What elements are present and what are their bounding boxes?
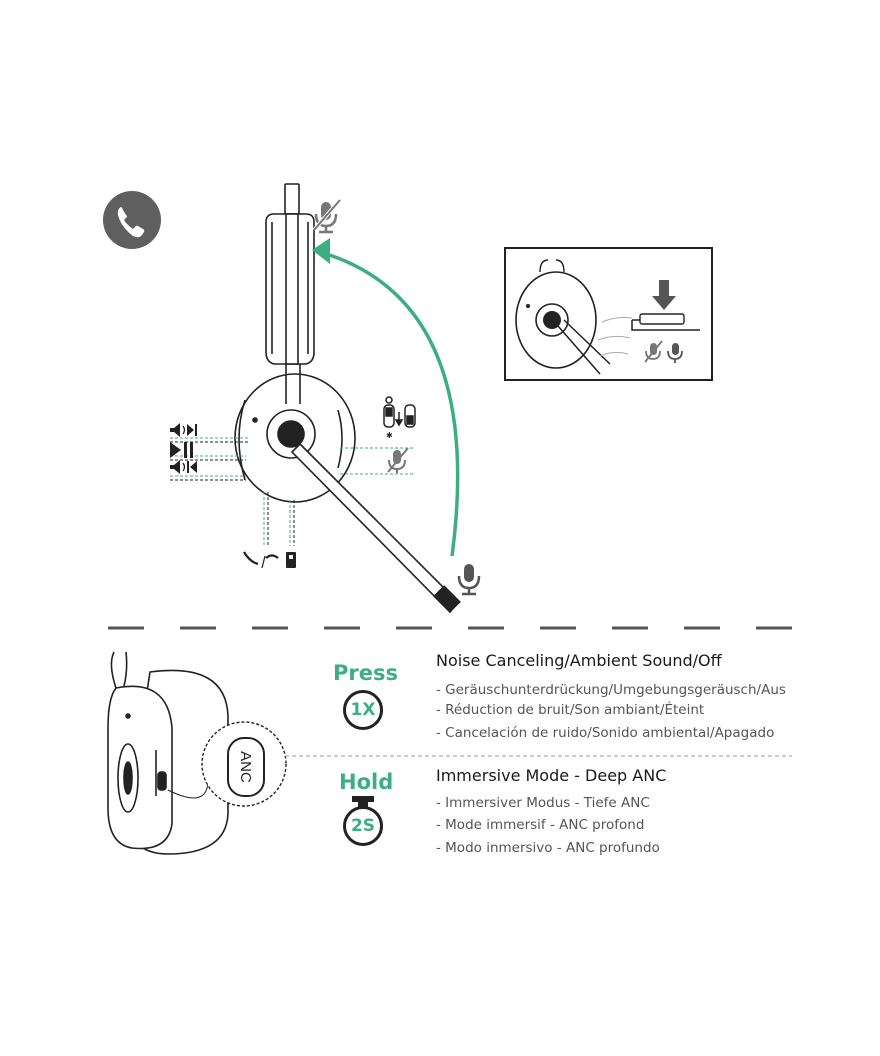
mic-icon — [457, 564, 481, 596]
press-translation-es: - Cancelación de ruido/Sonido ambiental/… — [436, 725, 775, 741]
hold-count-text: 2S — [350, 816, 376, 836]
headband — [265, 183, 315, 365]
call-answer-hangup-icon — [243, 551, 279, 569]
press-action-label: Press — [333, 661, 398, 685]
inset-mic-mute-icon — [644, 340, 663, 363]
hold-translation-de: - Immersiver Modus - Tiefe ANC — [436, 795, 650, 811]
button-leaders — [170, 437, 414, 546]
hold-translation-es: - Modo inmersivo - ANC profundo — [436, 840, 660, 856]
inset-mic-icon — [667, 343, 683, 363]
press-count-badge: 1X — [343, 690, 383, 730]
mic-boom — [290, 442, 461, 614]
press-translation-de: - Geräuschunterdrückung/Umgebungsgeräusc… — [436, 682, 786, 698]
hold-action-label: Hold — [339, 770, 394, 794]
mic-mute-side-icon — [387, 447, 409, 473]
press-count-text: 1X — [350, 700, 376, 720]
anc-button-label: ANC — [227, 737, 265, 797]
volume-up-next-icon — [170, 423, 197, 437]
volume-down-prev-icon — [170, 460, 197, 474]
battery-button-icon — [286, 552, 296, 568]
hold-translation-fr: - Mode immersif - ANC profond — [436, 817, 645, 833]
flip-up-arrow — [312, 238, 460, 557]
phone-call-icon — [103, 191, 161, 249]
hold-title: Immersive Mode - Deep ANC — [436, 766, 667, 785]
mic-mute-icon — [312, 198, 342, 234]
headset-diagram: ✱ — [103, 183, 792, 630]
power-switch-icon: ✱ — [383, 396, 416, 440]
inset-mute-detail — [504, 247, 713, 381]
press-title: Noise Canceling/Ambient Sound/Off — [436, 651, 722, 670]
svg-text:✱: ✱ — [386, 431, 393, 440]
press-translation-fr: - Réduction de bruit/Son ambiant/Éteint — [436, 702, 705, 718]
play-pause-icon — [170, 442, 193, 458]
press-down-arrow-icon — [652, 280, 676, 310]
hold-count-badge: 2S — [343, 806, 383, 846]
